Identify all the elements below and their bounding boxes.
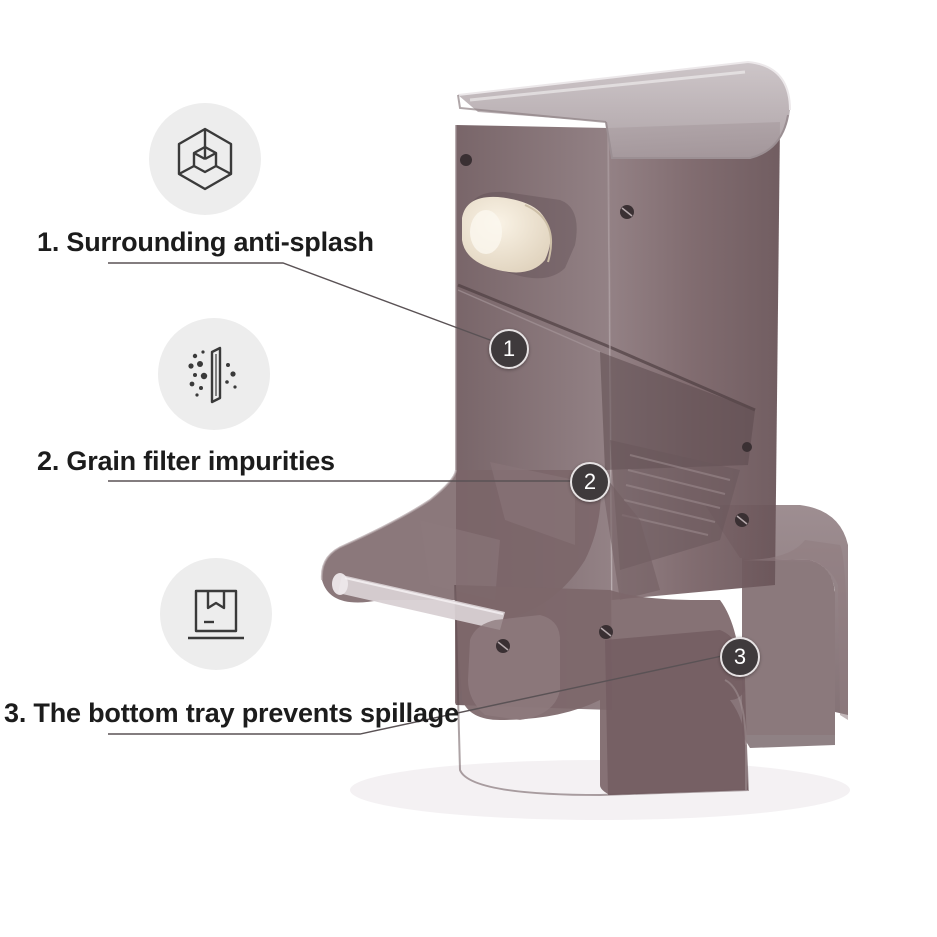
feature-1-label: 1. Surrounding anti-splash: [37, 227, 374, 257]
feature-2-icon-circle: [158, 318, 270, 430]
callout-2: 2: [570, 462, 610, 502]
particle-filter-icon: [188, 346, 237, 404]
callout-1: 1: [489, 329, 529, 369]
feature-1-icon-circle: [149, 103, 261, 215]
box-tray-icon: [188, 589, 244, 640]
feature-3-icon-circle: [160, 558, 272, 670]
callout-3: 3: [720, 637, 760, 677]
cube-outline-icon: [177, 127, 233, 191]
feature-3-label: 3. The bottom tray prevents spillage: [4, 698, 459, 728]
feature-2-label: 2. Grain filter impurities: [37, 446, 335, 476]
